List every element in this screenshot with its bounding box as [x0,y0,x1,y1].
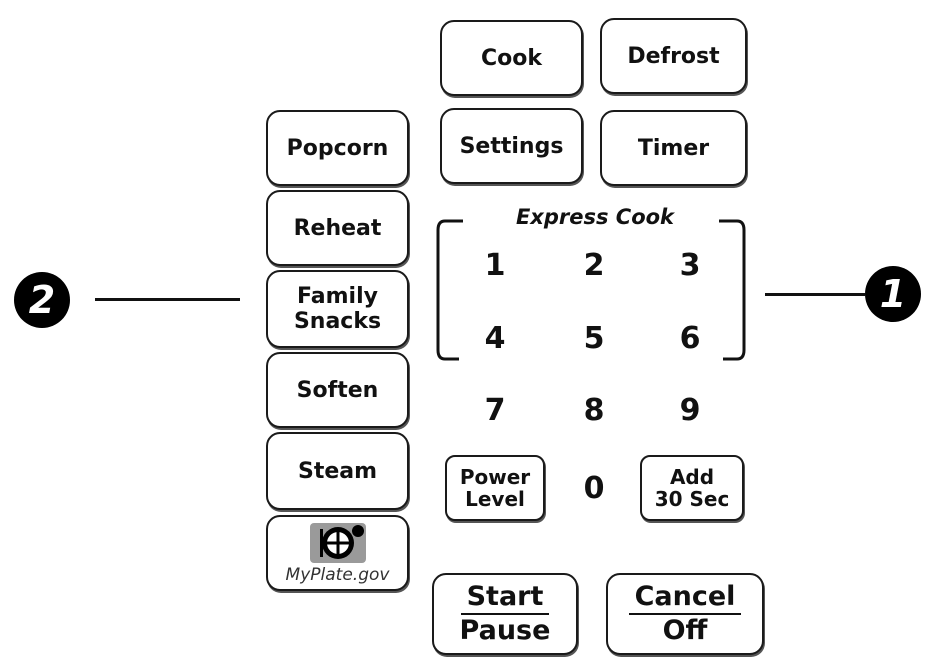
express-cook-bracket [435,218,747,362]
family-snacks-line2: Snacks [293,309,382,334]
off-label: Off [662,615,708,646]
cancel-off-button[interactable]: Cancel Off [606,573,764,655]
myplate-label: MyPlate.gov [285,565,390,585]
add-30-sec-line1: Add [669,465,715,489]
family-snacks-button[interactable]: Family Snacks [266,270,409,348]
defrost-button[interactable]: Defrost [600,18,747,94]
steam-button[interactable]: Steam [266,432,409,510]
start-label: Start [460,581,550,615]
add-30-sec-line2: 30 Sec [654,487,730,511]
reheat-button[interactable]: Reheat [266,190,409,266]
settings-button[interactable]: Settings [440,108,583,184]
pause-label: Pause [459,615,551,646]
cancel-label: Cancel [628,581,742,615]
power-level-line2: Level [465,487,525,511]
key-9[interactable]: 9 [679,392,701,428]
callout-2-leader [95,298,240,301]
callout-2: 2 [14,272,70,328]
key-0[interactable]: 0 [583,470,605,506]
callout-1: 1 [865,266,921,322]
family-snacks-line1: Family [297,284,378,309]
key-1[interactable]: 1 [484,247,506,283]
key-3[interactable]: 3 [679,247,701,283]
myplate-button[interactable]: MyPlate.gov [266,515,409,591]
key-6[interactable]: 6 [679,320,701,356]
start-pause-button[interactable]: Start Pause [432,573,578,655]
cook-button[interactable]: Cook [440,20,583,96]
key-4[interactable]: 4 [484,320,506,356]
timer-button[interactable]: Timer [600,110,747,186]
plate-icon [306,521,370,565]
add-30-sec-button[interactable]: Add 30 Sec [640,455,744,521]
key-7[interactable]: 7 [484,392,506,428]
express-cook-label: Express Cook [515,205,675,229]
key-2[interactable]: 2 [583,247,605,283]
key-8[interactable]: 8 [583,392,605,428]
key-5[interactable]: 5 [583,320,605,356]
power-level-line1: Power [459,465,531,489]
power-level-button[interactable]: Power Level [445,455,545,521]
popcorn-button[interactable]: Popcorn [266,110,409,186]
callout-1-leader [765,293,865,296]
soften-button[interactable]: Soften [266,352,409,428]
